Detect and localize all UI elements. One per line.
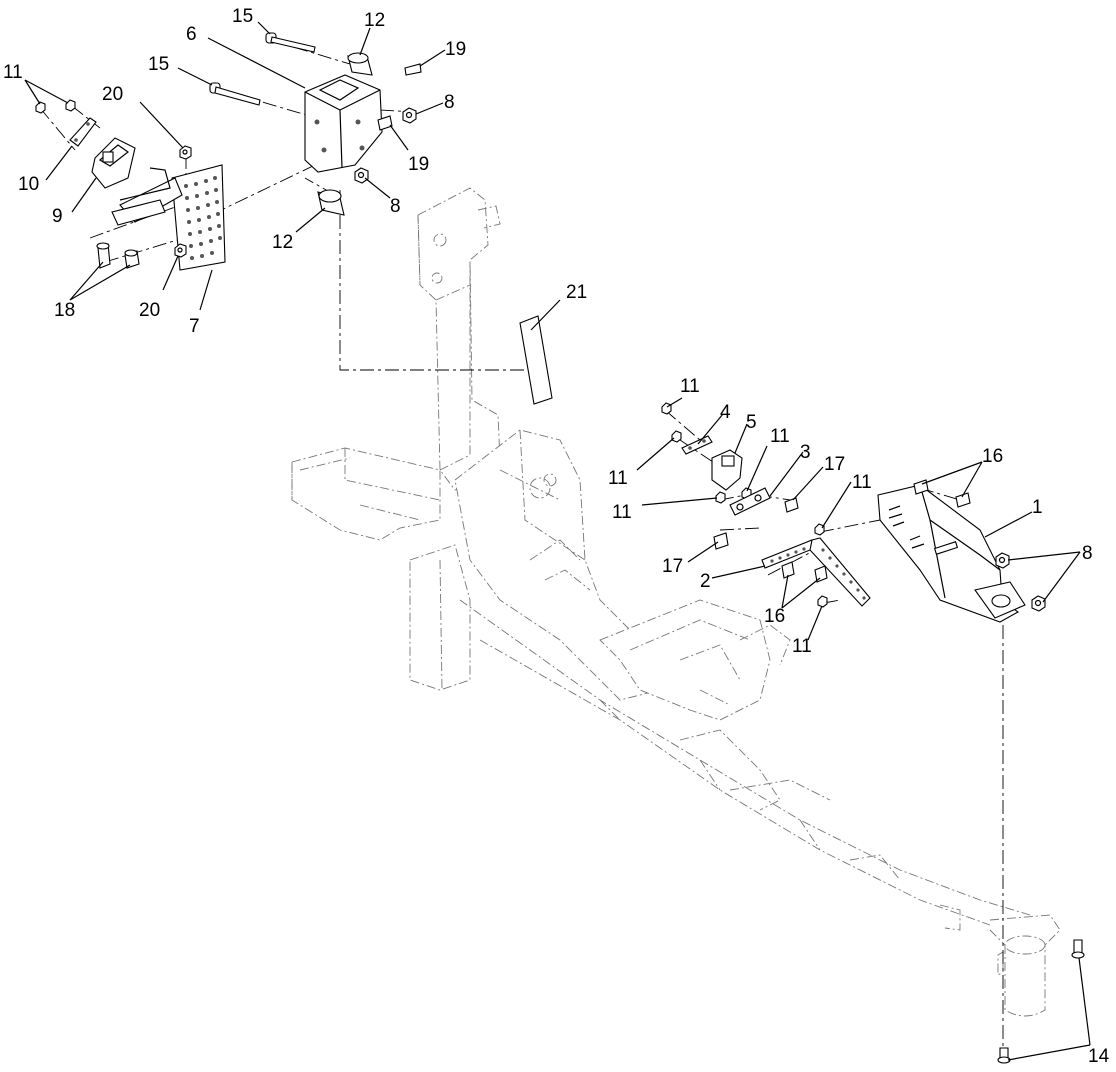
callout-18: 18	[54, 300, 75, 321]
screw-right-b	[814, 565, 828, 583]
bushing-lower	[317, 189, 345, 216]
screw-right-a	[781, 561, 795, 579]
callout-8-right: 8	[1082, 543, 1093, 564]
perforated-plate	[111, 164, 226, 271]
mount-bracket	[304, 74, 383, 173]
callout-16-right: 16	[982, 446, 1003, 467]
clevis-pin-b	[124, 249, 140, 269]
callout-3: 3	[800, 442, 811, 463]
long-bolt-lower	[209, 82, 261, 106]
nut-right-upper	[995, 552, 1010, 569]
small-nut-h	[817, 595, 828, 608]
callout-8-upper: 8	[444, 92, 455, 113]
callout-20-lower: 20	[139, 300, 160, 321]
callout-14: 14	[1088, 1046, 1110, 1067]
callout-19-upper: 19	[445, 39, 466, 60]
screw-lower	[377, 115, 393, 131]
bushing-upper	[347, 52, 373, 76]
callout-11-right-b: 11	[770, 426, 790, 447]
bolt-bottom-right	[1071, 939, 1085, 959]
callout-12-upper: 12	[364, 10, 385, 31]
callout-17-upper: 17	[824, 454, 845, 475]
small-nut-f	[715, 491, 726, 504]
small-nut-d	[671, 430, 682, 443]
pin-upper	[784, 497, 799, 513]
decal	[519, 315, 553, 405]
callout-20-upper: 20	[102, 84, 123, 105]
callout-15-upper: 15	[232, 6, 253, 27]
nut-right-lower	[1031, 595, 1046, 612]
switch-body-right	[711, 449, 743, 491]
clevis-pin-a	[96, 242, 111, 269]
switch-plate	[69, 117, 97, 147]
callout-11-top-left: 11	[3, 62, 23, 83]
switch-body	[91, 137, 136, 189]
callout-labels: 15 12 6 19 15 11 20 8 19 10 8 9 12 21 18…	[3, 6, 1110, 1067]
callout-7: 7	[189, 316, 200, 337]
pin-lower	[713, 532, 729, 550]
main-bracket	[877, 484, 1026, 623]
callout-10: 10	[18, 174, 39, 195]
callout-2: 2	[700, 571, 711, 592]
flange-nut-upper	[179, 145, 192, 160]
callout-17-lower: 17	[662, 556, 683, 577]
screw-upper	[404, 63, 422, 76]
callout-4: 4	[720, 402, 731, 423]
callout-11-right-e: 11	[612, 502, 632, 523]
callout-6: 6	[186, 24, 197, 45]
adjuster-bracket	[761, 537, 871, 607]
flange-nut-lower	[174, 243, 187, 258]
nut-middle	[354, 167, 369, 184]
small-nut-c	[661, 402, 672, 415]
callout-11-right-a: 11	[680, 376, 700, 397]
callout-5: 5	[746, 412, 757, 433]
leader-lines	[24, 21, 1091, 1061]
callout-8-middle: 8	[390, 196, 401, 217]
callout-12-lower: 12	[272, 232, 293, 253]
small-nut-b	[65, 99, 76, 112]
frame-assembly	[291, 187, 1061, 1017]
switch-mount-plate	[729, 487, 771, 516]
long-bolt-upper	[265, 32, 316, 53]
callout-15-lower: 15	[148, 54, 169, 75]
callout-11-right-d: 11	[852, 472, 872, 493]
bolt-bottom-left	[997, 1047, 1011, 1064]
callout-11-right-c: 11	[608, 468, 628, 489]
small-nut-g	[814, 523, 825, 536]
callout-11-right-f: 11	[792, 636, 812, 657]
callout-9: 9	[52, 206, 63, 227]
switch-plate-right	[681, 435, 713, 455]
small-nut-a	[35, 101, 46, 114]
nut-upper	[402, 107, 417, 124]
callout-21: 21	[566, 282, 587, 303]
callout-1: 1	[1032, 497, 1043, 518]
callout-16-middle: 16	[764, 606, 785, 627]
callout-19-lower: 19	[408, 154, 429, 175]
